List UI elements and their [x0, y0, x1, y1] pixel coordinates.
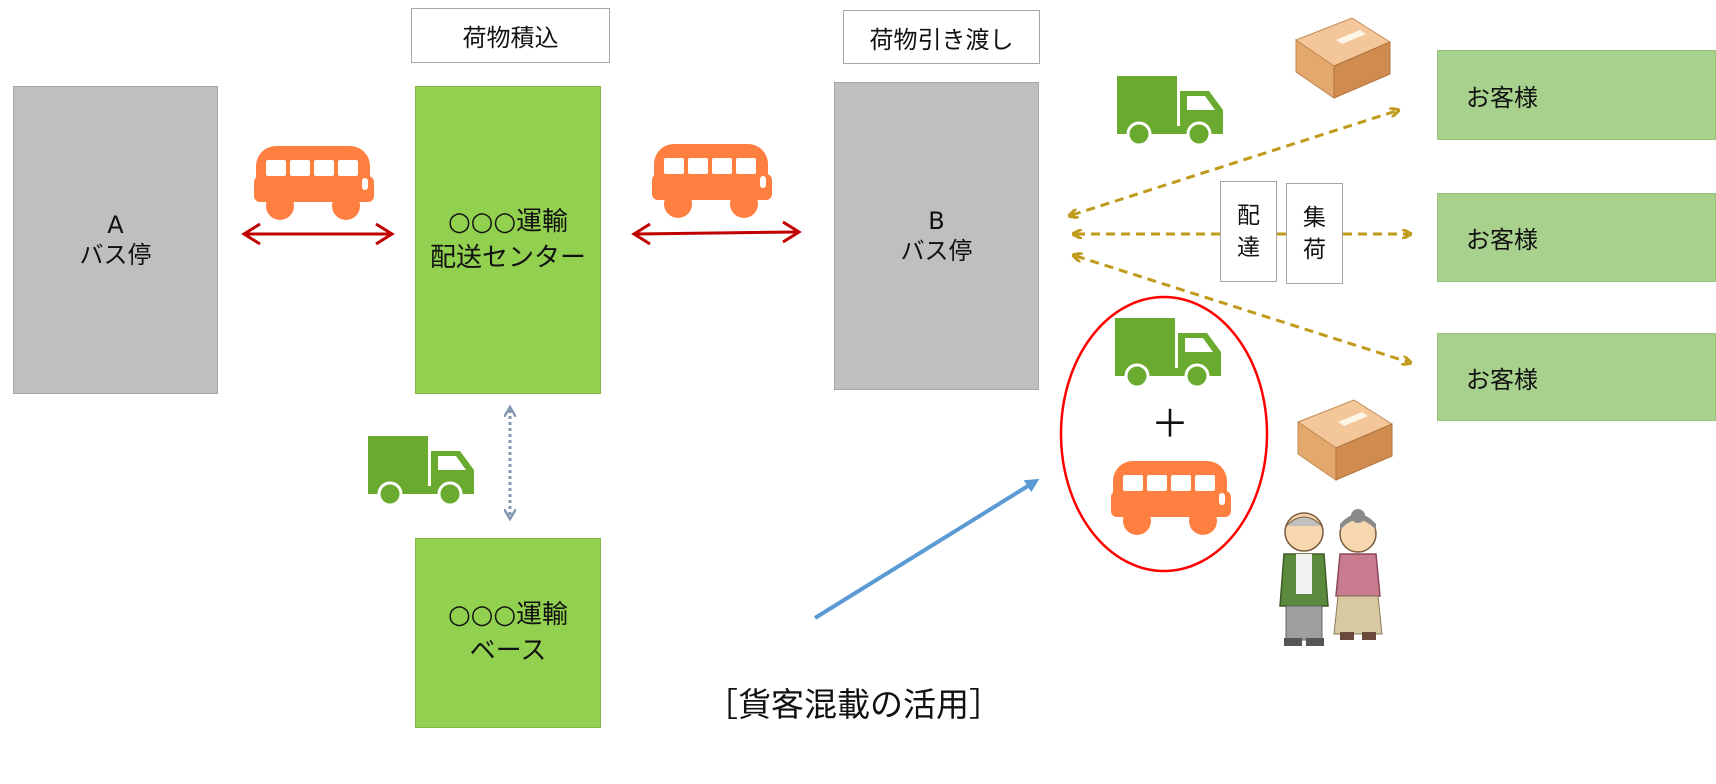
truck-icon	[368, 436, 474, 507]
plus-sign: ＋	[1148, 398, 1192, 446]
caption-pointer-arrow	[813, 478, 1040, 620]
bus-stop-b-name: バス停	[900, 237, 973, 265]
bus-stop-a-letter: A	[107, 211, 124, 239]
loading-label: 荷物積込	[411, 8, 610, 63]
delivery-arrows	[1072, 111, 1408, 362]
truck-icon	[1115, 318, 1221, 389]
handover-label: 荷物引き渡し	[843, 10, 1040, 64]
center-line1: ○○○運輸	[447, 207, 569, 237]
center-line2: 配送センター	[429, 243, 586, 273]
customer-3-label: お客様	[1466, 365, 1538, 394]
bus-icon	[254, 146, 374, 220]
bus-icon	[1111, 461, 1231, 535]
bus-route-arrow-right	[631, 220, 802, 246]
transport-base: ○○○運輸 ベース	[415, 538, 601, 728]
bus-stop-a: A バス停	[13, 86, 218, 394]
bus-stop-b: B バス停	[834, 82, 1039, 390]
handover-label-text: 荷物引き渡し	[869, 25, 1014, 54]
elderly-couple-illustration	[1279, 509, 1383, 646]
caption-text: ［貨客混載の活用］	[705, 685, 1002, 724]
bus-route-arrow-left	[241, 222, 395, 246]
loading-label-text: 荷物積込	[462, 24, 559, 52]
distribution-center: ○○○運輸 配送センター	[415, 86, 601, 394]
customer-1-label: お客様	[1466, 83, 1538, 112]
bus-stop-a-name: バス停	[79, 241, 152, 269]
bus-icon	[652, 144, 772, 218]
caption: ［貨客混載の活用］	[705, 678, 1002, 726]
mixed-transport-highlight	[1059, 295, 1269, 573]
customer-1: お客様	[1437, 50, 1716, 140]
customer-2-label: お客様	[1466, 226, 1538, 254]
customer-3: お客様	[1437, 333, 1716, 421]
package-box-icon	[1296, 399, 1394, 481]
bus-stop-b-letter: B	[928, 207, 945, 235]
base-line1: ○○○運輸	[447, 600, 569, 630]
plus-sign-text: ＋	[1150, 401, 1189, 446]
package-box-icon	[1294, 17, 1392, 99]
truck-icon	[1117, 76, 1223, 147]
customer-2: お客様	[1437, 193, 1716, 282]
base-line2: ベース	[469, 636, 547, 666]
